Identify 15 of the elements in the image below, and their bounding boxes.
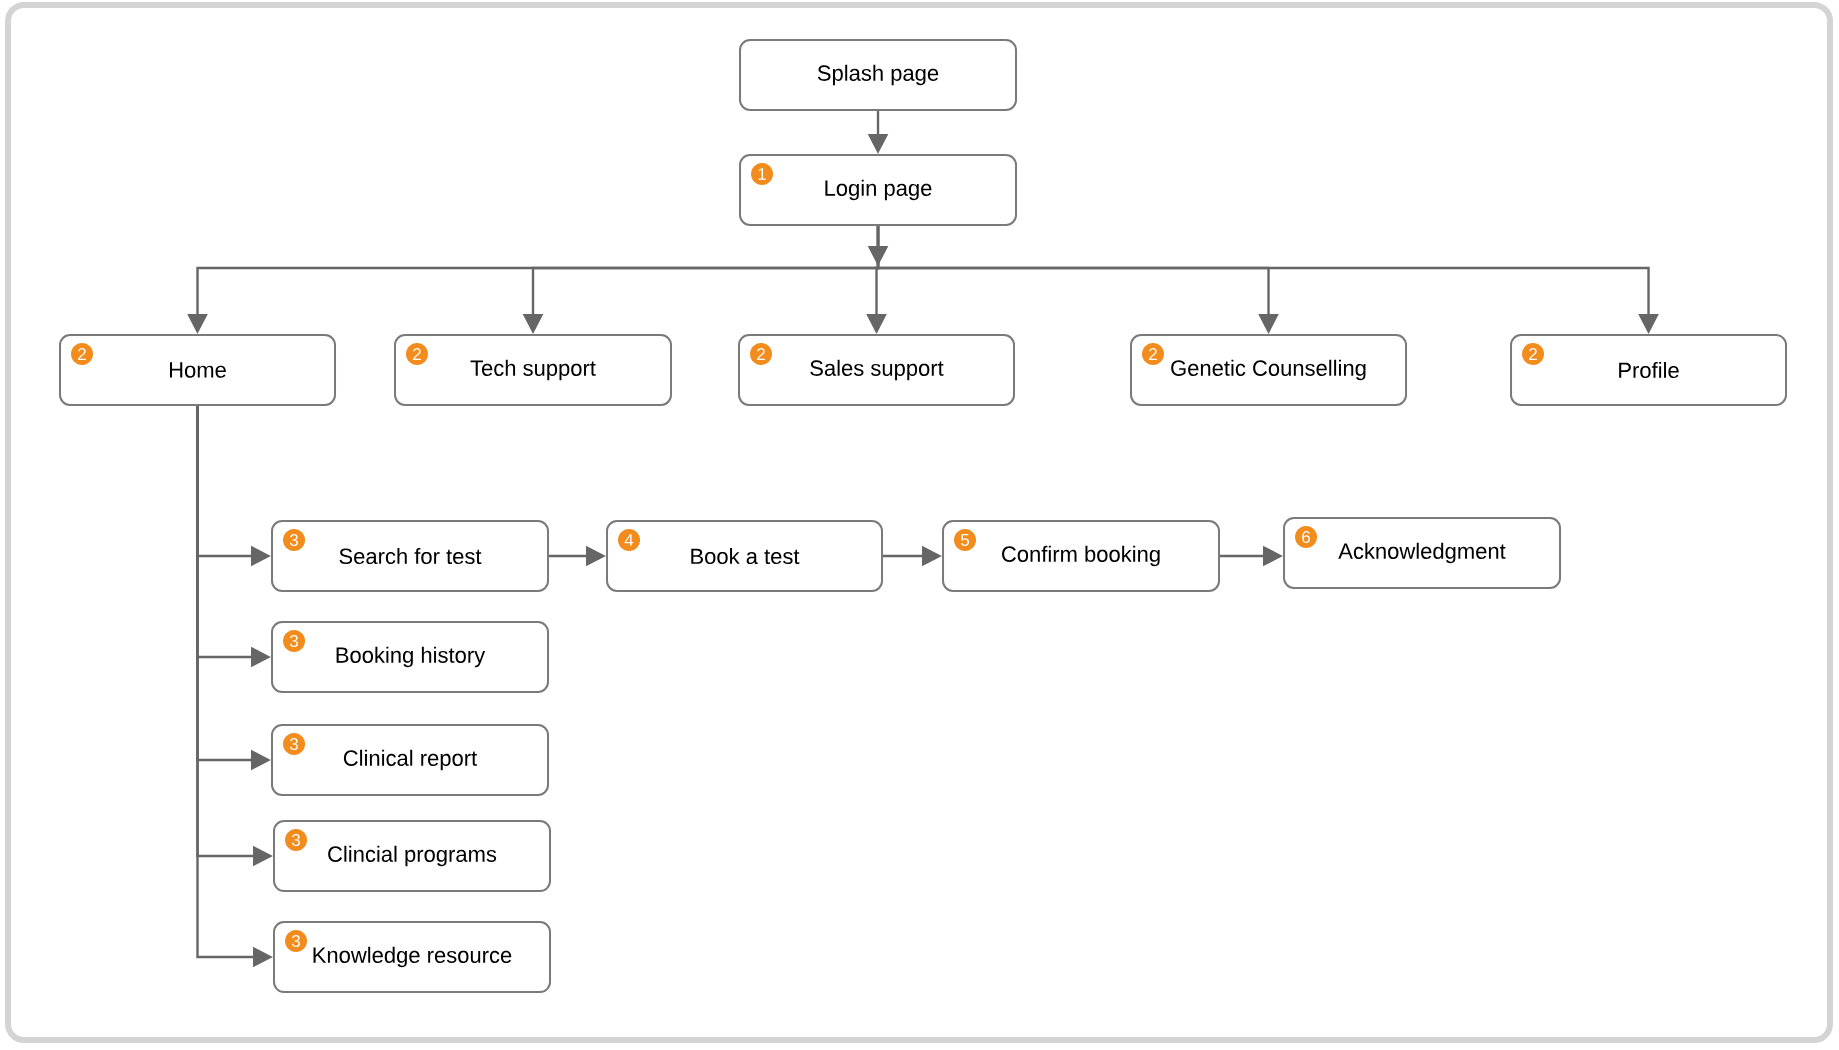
page-box: Splash page <box>739 39 1017 111</box>
number-badge: 1 <box>751 163 773 185</box>
number-badge: 5 <box>954 529 976 551</box>
number-badge: 2 <box>1522 343 1544 365</box>
number-badge: 2 <box>71 343 93 365</box>
number-badge: 6 <box>1295 526 1317 548</box>
number-badge: 3 <box>283 529 305 551</box>
number-badge: 2 <box>406 343 428 365</box>
number-badge: 3 <box>283 630 305 652</box>
number-badge: 3 <box>285 930 307 952</box>
number-badge: 2 <box>750 343 772 365</box>
number-badge: 3 <box>285 829 307 851</box>
number-badge: 3 <box>283 733 305 755</box>
number-badge: 4 <box>618 529 640 551</box>
number-badge: 2 <box>1142 343 1164 365</box>
